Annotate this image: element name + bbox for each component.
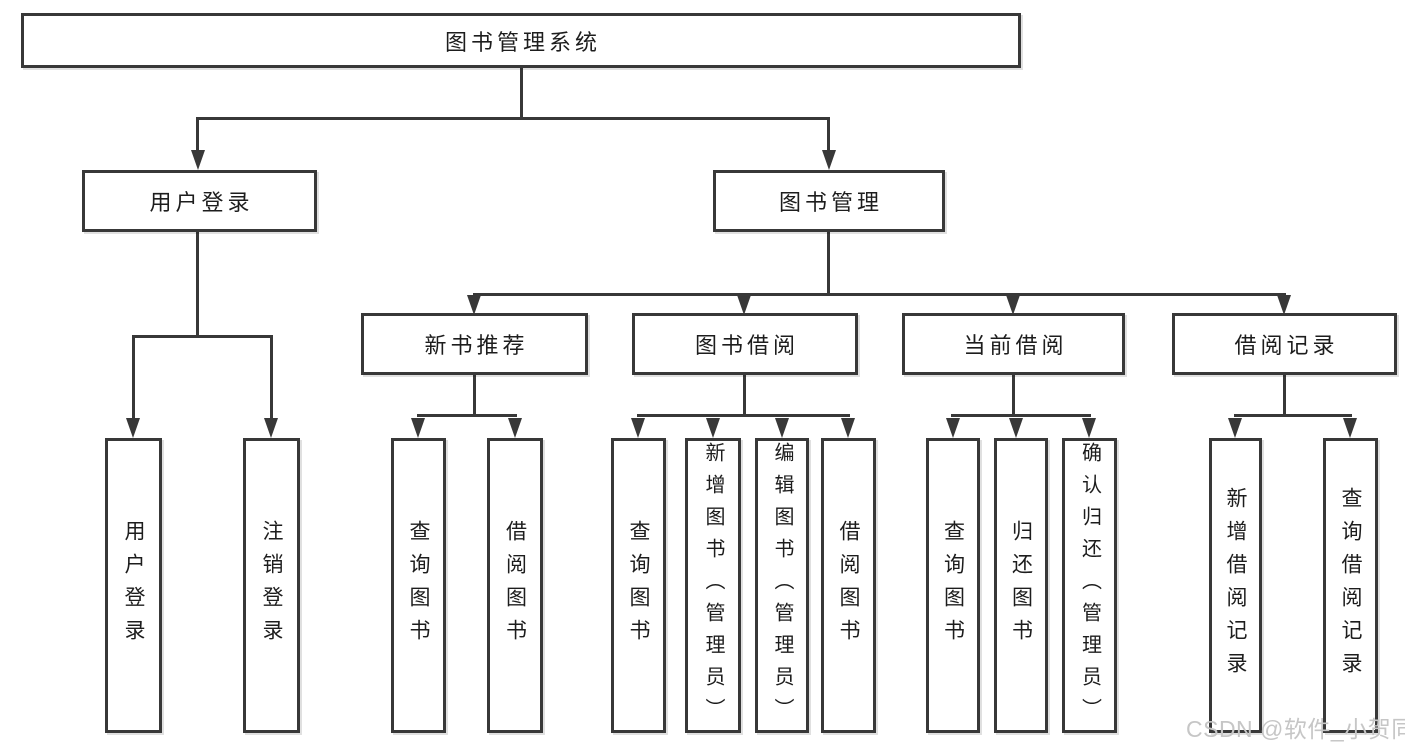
connector-user-login-stub bbox=[196, 117, 199, 152]
node-borrow-record-label: 借阅记录 bbox=[1234, 333, 1339, 358]
leaf-bb-edit-book-admin-label: 编辑图书（管理员） bbox=[771, 441, 793, 730]
leaf-bb-borrow-book: 借阅图书 bbox=[821, 438, 876, 733]
arrow-down-icon bbox=[737, 295, 751, 315]
leaf-bb-query-book-label: 查询图书 bbox=[627, 519, 650, 652]
connector-book-mgmt-stub bbox=[827, 117, 830, 152]
arrow-down-icon bbox=[264, 418, 278, 438]
node-book-borrow: 图书借阅 bbox=[632, 313, 858, 375]
node-root: 图书管理系统 bbox=[21, 13, 1021, 68]
leaf-cb-return-book: 归还图书 bbox=[994, 438, 1048, 733]
leaf-bb-add-book-admin: 新增图书（管理员） bbox=[685, 438, 741, 733]
connector-bb-branch bbox=[637, 414, 850, 417]
leaf-nbr-query-book: 查询图书 bbox=[391, 438, 446, 733]
leaf-br-add-record: 新增借阅记录 bbox=[1209, 438, 1262, 733]
node-root-label: 图书管理系统 bbox=[444, 29, 601, 55]
node-current-borrow-label: 当前借阅 bbox=[963, 333, 1068, 358]
node-user-login-label: 用户登录 bbox=[149, 190, 254, 215]
connector-nbr-down bbox=[473, 375, 476, 416]
node-borrow-record: 借阅记录 bbox=[1172, 313, 1397, 375]
leaf-nbr-borrow-book: 借阅图书 bbox=[487, 438, 543, 733]
arrow-down-icon bbox=[191, 150, 205, 170]
node-book-management: 图书管理 bbox=[713, 170, 945, 232]
connector-level3-branch bbox=[473, 293, 1286, 296]
connector-cb-down bbox=[1012, 375, 1015, 416]
node-new-book-recommend: 新书推荐 bbox=[361, 313, 588, 375]
leaf-cb-query-book: 查询图书 bbox=[926, 438, 980, 733]
connector-book-mgmt-down bbox=[827, 232, 830, 296]
connector-br-down bbox=[1283, 375, 1286, 416]
node-new-book-recommend-label: 新书推荐 bbox=[424, 333, 529, 358]
arrow-down-icon bbox=[775, 418, 789, 438]
arrow-down-icon bbox=[1082, 418, 1096, 438]
leaf-br-query-record: 查询借阅记录 bbox=[1323, 438, 1378, 733]
leaf-logout-login-label: 注销登录 bbox=[260, 519, 283, 652]
leaf-nbr-borrow-book-label: 借阅图书 bbox=[503, 519, 527, 652]
arrow-down-icon bbox=[508, 418, 522, 438]
leaf-bb-borrow-book-label: 借阅图书 bbox=[837, 519, 860, 652]
csdn-watermark: CSDN @软件_小贺同学 bbox=[1186, 716, 1405, 742]
arrow-down-icon bbox=[706, 418, 720, 438]
arrow-down-icon bbox=[1343, 418, 1357, 438]
arrow-down-icon bbox=[946, 418, 960, 438]
leaf-br-add-record-label: 新增借阅记录 bbox=[1224, 486, 1247, 685]
leaf-cb-query-book-label: 查询图书 bbox=[941, 519, 965, 652]
connector-level2-branch bbox=[196, 117, 830, 120]
connector-root-down bbox=[520, 68, 523, 119]
node-user-login: 用户登录 bbox=[82, 170, 317, 232]
arrow-down-icon bbox=[1228, 418, 1242, 438]
leaf-bb-query-book: 查询图书 bbox=[611, 438, 666, 733]
connector-br-branch bbox=[1234, 414, 1352, 417]
connector-user-login-branch bbox=[132, 335, 273, 338]
node-book-borrow-label: 图书借阅 bbox=[694, 333, 799, 358]
arrow-down-icon bbox=[822, 150, 836, 170]
leaf-user-login-label: 用户登录 bbox=[122, 519, 145, 652]
arrow-down-icon bbox=[411, 418, 425, 438]
leaf-cb-confirm-return-admin: 确认归还（管理员） bbox=[1062, 438, 1117, 733]
leaf-cb-return-book-label: 归还图书 bbox=[1009, 519, 1033, 652]
leaf-nbr-query-book-label: 查询图书 bbox=[407, 519, 430, 652]
arrow-down-icon bbox=[1009, 418, 1023, 438]
leaf-bb-add-book-admin-label: 新增图书（管理员） bbox=[702, 441, 724, 730]
arrow-down-icon bbox=[126, 418, 140, 438]
arrow-down-icon bbox=[631, 418, 645, 438]
connector-leaf-logout bbox=[270, 335, 273, 421]
node-current-borrow: 当前借阅 bbox=[902, 313, 1125, 375]
leaf-logout-login: 注销登录 bbox=[243, 438, 300, 733]
arrow-down-icon bbox=[1006, 295, 1020, 315]
leaf-user-login: 用户登录 bbox=[105, 438, 162, 733]
connector-cb-branch bbox=[951, 414, 1091, 417]
connector-bb-down bbox=[743, 375, 746, 416]
leaf-br-query-record-label: 查询借阅记录 bbox=[1339, 486, 1362, 685]
arrow-down-icon bbox=[841, 418, 855, 438]
connector-nbr-branch bbox=[417, 414, 517, 417]
arrow-down-icon bbox=[1277, 295, 1291, 315]
node-book-management-label: 图书管理 bbox=[778, 190, 883, 215]
connector-leaf-user-login bbox=[132, 335, 135, 421]
connector-user-login-down bbox=[196, 232, 199, 337]
leaf-bb-edit-book-admin: 编辑图书（管理员） bbox=[755, 438, 809, 733]
arrow-down-icon bbox=[467, 295, 481, 315]
leaf-cb-confirm-return-admin-label: 确认归还（管理员） bbox=[1078, 441, 1101, 730]
